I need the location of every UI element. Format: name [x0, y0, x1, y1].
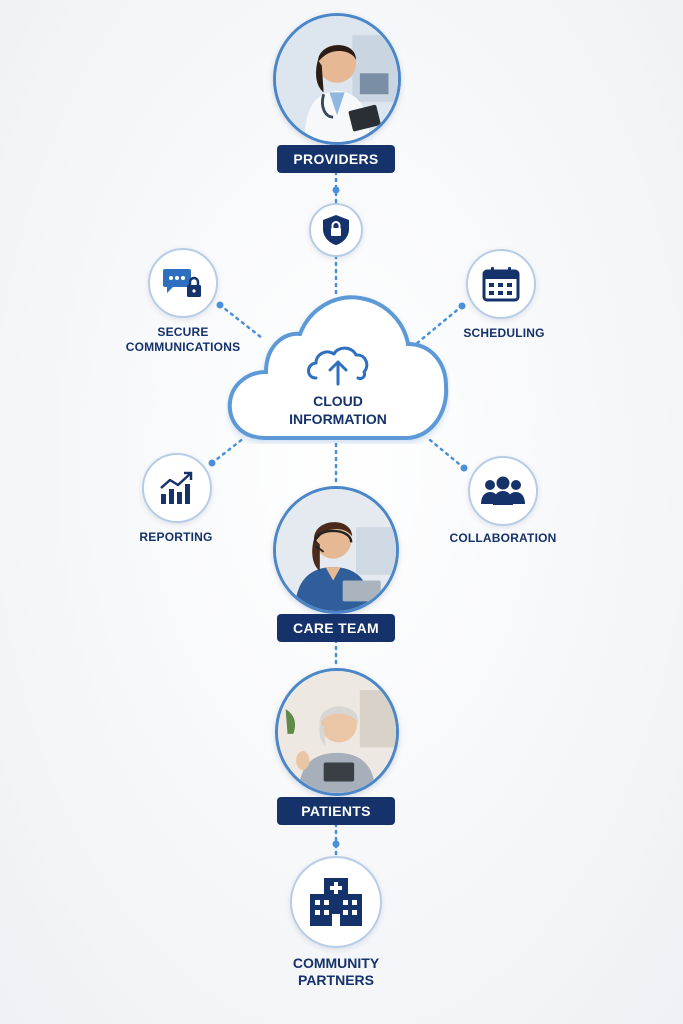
patients-label: PATIENTS — [277, 797, 395, 825]
cloud-upload-icon — [307, 346, 369, 386]
connector-dot — [332, 186, 340, 194]
community-line1: COMMUNITY — [292, 955, 380, 971]
community-partners-node — [290, 856, 382, 948]
team-icon — [481, 476, 525, 505]
scheduling-label: SCHEDULING — [463, 326, 545, 340]
chat-lock-icon — [163, 269, 201, 297]
chart-up-icon — [160, 471, 193, 504]
care-team-label: CARE TEAM — [277, 614, 395, 642]
care-team-photo — [273, 486, 399, 614]
connector-dot — [332, 840, 340, 848]
providers-label: PROVIDERS — [277, 145, 395, 173]
calendar-icon — [482, 267, 520, 302]
hospital-icon — [310, 878, 362, 926]
secure-line2: COMMUNICATIONS — [125, 340, 241, 354]
secure-communications-node — [148, 248, 218, 318]
cloud-label-line2: INFORMATION — [289, 411, 387, 427]
patient-illustration — [278, 671, 396, 793]
security-node — [309, 203, 363, 257]
connector-dot — [458, 302, 466, 310]
connector-reporting-cloud — [210, 436, 246, 465]
scheduling-node — [466, 249, 536, 319]
secure-line1: SECURE — [157, 325, 209, 339]
connector-secure-cloud — [218, 303, 264, 340]
connector-scheduling-cloud — [414, 304, 464, 346]
community-line2: PARTNERS — [298, 972, 374, 988]
cloud-information-node — [227, 295, 449, 440]
care-team-illustration — [276, 489, 396, 611]
connector-dot — [216, 301, 224, 309]
shield-lock-icon — [323, 215, 349, 245]
reporting-label: REPORTING — [139, 530, 213, 544]
doctor-illustration — [276, 16, 398, 142]
connector-dot — [208, 459, 216, 467]
cloud-label: CLOUD INFORMATION — [226, 392, 450, 428]
secure-communications-label: SECURE COMMUNICATIONS — [112, 325, 254, 355]
providers-photo — [273, 13, 401, 145]
cloud-label-line1: CLOUD — [313, 393, 363, 409]
patients-photo — [275, 668, 399, 796]
community-partners-label: COMMUNITY PARTNERS — [256, 955, 416, 989]
connector-collaboration-cloud — [428, 438, 466, 470]
reporting-node — [142, 453, 212, 523]
collaboration-node — [468, 456, 538, 526]
collaboration-label: COLLABORATION — [449, 531, 557, 545]
connector-dot — [460, 464, 468, 472]
